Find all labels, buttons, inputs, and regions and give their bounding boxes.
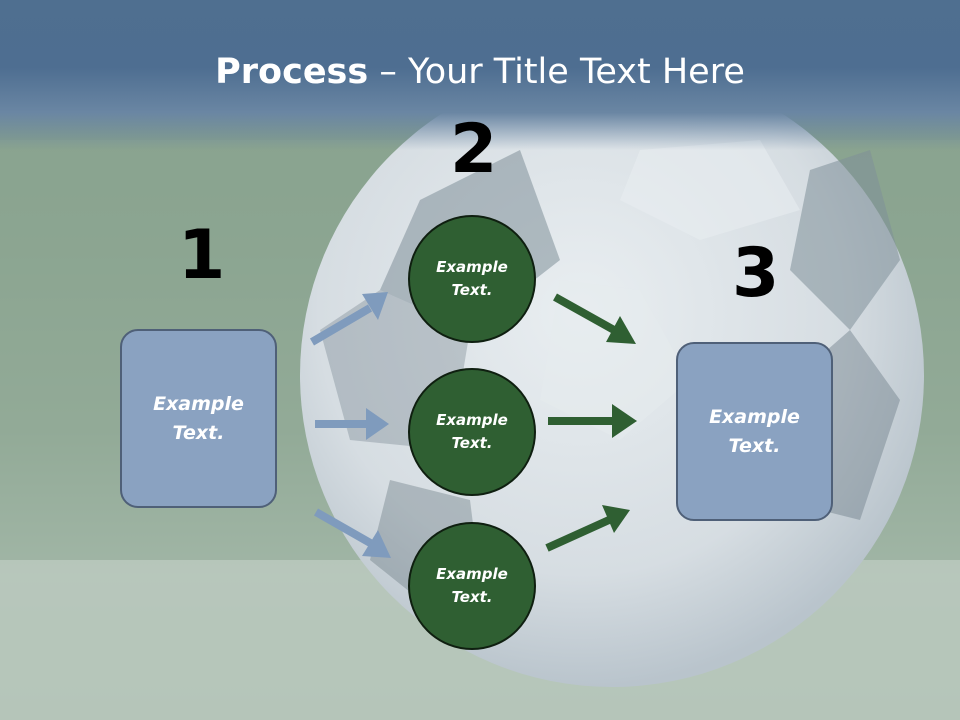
circle-1-line1: Example <box>436 258 508 276</box>
step-3-line1: Example <box>709 405 800 428</box>
circle-2-label: Example Text. <box>436 409 508 455</box>
arrow-from-circle-3 <box>545 505 630 552</box>
step-number-1: 1 <box>178 216 226 295</box>
circle-1-label: Example Text. <box>436 256 508 302</box>
arrow-to-circle-1 <box>309 292 388 346</box>
circle-3-line2: Text. <box>451 588 493 606</box>
circle-1[interactable]: Example Text. <box>408 215 536 343</box>
circle-3-label: Example Text. <box>436 563 508 609</box>
step-1-box[interactable]: Example Text. <box>120 329 277 508</box>
step-1-line2: Text. <box>172 421 225 444</box>
circle-2-line1: Example <box>436 411 508 429</box>
step-1-line1: Example <box>153 392 244 415</box>
arrow-from-circle-2 <box>548 404 637 438</box>
title-rest: – Your Title Text Here <box>368 52 745 92</box>
circle-3-line1: Example <box>436 565 508 583</box>
title-bold: Process <box>215 52 369 92</box>
slide-title: Process – Your Title Text Here <box>0 52 960 92</box>
step-number-2: 2 <box>450 110 498 189</box>
step-number-3: 3 <box>732 234 780 313</box>
circle-2[interactable]: Example Text. <box>408 368 536 496</box>
circle-2-line2: Text. <box>451 434 493 452</box>
circle-1-line2: Text. <box>451 281 493 299</box>
circle-3[interactable]: Example Text. <box>408 522 536 650</box>
step-3-box[interactable]: Example Text. <box>676 342 833 521</box>
step-3-label: Example Text. <box>709 403 800 461</box>
arrow-to-circle-3 <box>314 508 391 558</box>
arrow-from-circle-1 <box>553 293 636 344</box>
arrow-to-circle-2 <box>315 408 389 440</box>
step-1-label: Example Text. <box>153 390 244 448</box>
title-band <box>0 0 960 150</box>
step-3-line2: Text. <box>728 434 781 457</box>
